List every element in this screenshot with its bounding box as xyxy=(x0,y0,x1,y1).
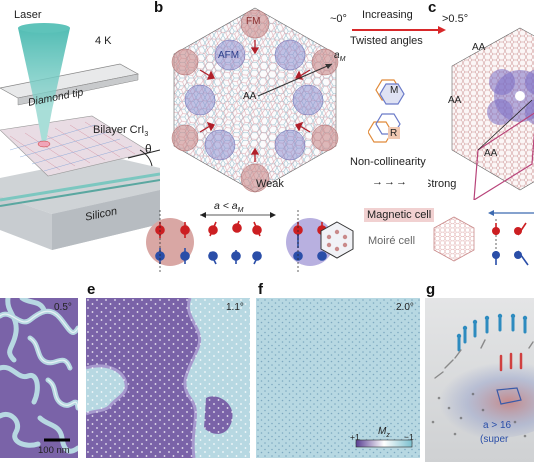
relation-sub: M xyxy=(237,207,244,215)
relation-label: a < aM xyxy=(214,200,244,214)
legend-moire-hex xyxy=(433,216,475,262)
panel-e: 1.1° xyxy=(86,298,250,458)
angle-label-e: 1.1° xyxy=(226,302,244,313)
stacking-icon-r xyxy=(368,113,401,143)
weak-label: Weak xyxy=(256,178,284,190)
magnetization-map-f xyxy=(256,298,420,458)
moire-hexagon-strong xyxy=(451,27,534,200)
panel-a: Laser 4 K Diamond tip Bilayer CrI3 θ Sil… xyxy=(0,0,160,255)
colorbar xyxy=(355,439,413,448)
progress-arrows: →→→ xyxy=(372,176,408,188)
scalebar-label: 100 nm xyxy=(38,445,70,456)
relation-a: a xyxy=(214,200,220,212)
panel-c: c >0.5° AA AA AA Strong xyxy=(428,0,534,200)
increasing-label: Increasing xyxy=(362,9,413,21)
stacking-icon-m xyxy=(375,79,405,105)
angle-label-f: 2.0° xyxy=(396,302,414,313)
colorbar-title: Mz xyxy=(378,426,390,439)
small-angle-label: ~0° xyxy=(330,13,347,25)
panel-letter-f: f xyxy=(258,281,263,298)
non-collinearity-label: Non-collinearity xyxy=(350,156,426,168)
colorbar-title-sub: z xyxy=(386,432,390,439)
panel-letter-b: b xyxy=(154,0,164,16)
stacking-icons: M R xyxy=(368,78,418,148)
stacking-r-label: R xyxy=(390,128,398,139)
aa-label-2: AA xyxy=(448,95,462,106)
panel-letter-g: g xyxy=(426,281,436,298)
panel-letter-e: e xyxy=(87,281,96,298)
aa-label-3: AA xyxy=(484,148,498,159)
panel-d: 0.5° 100 nm xyxy=(0,298,78,458)
aa-label-1: AA xyxy=(472,42,486,53)
spin-chain xyxy=(146,210,334,272)
colorbar-max-label: +1 xyxy=(350,432,360,442)
panel-letter-c: c xyxy=(428,0,437,16)
right-spin-fragment xyxy=(488,210,534,267)
laser-label: Laser xyxy=(14,9,42,21)
afm-label: AFM xyxy=(218,50,240,61)
magnetization-map-d xyxy=(0,298,78,458)
panel-f: 2.0° +1 Mz −1 xyxy=(256,298,420,458)
magnetic-cell-label: Magnetic cell xyxy=(364,208,435,222)
magnetization-map-e xyxy=(86,298,250,458)
tip-spot xyxy=(37,140,51,148)
legend-hex-cell xyxy=(320,221,354,259)
sample-label-sub: 3 xyxy=(144,131,149,139)
laser-beam xyxy=(18,28,70,110)
strong-label: Strong xyxy=(428,178,457,190)
g-caption-line1: a > 16 xyxy=(483,420,512,431)
sample-label-main: Bilayer CrI xyxy=(93,124,145,136)
twisted-angles-label: Twisted angles xyxy=(350,35,423,47)
skyrmion-render xyxy=(425,298,534,462)
twist-red-arrow xyxy=(352,26,446,34)
g-caption-line2: (super xyxy=(480,434,509,445)
colorbar-title-main: M xyxy=(378,426,387,437)
moire-hexagon-weak xyxy=(171,7,339,193)
sample-label: Bilayer CrI3 xyxy=(93,124,148,138)
device-schematic xyxy=(0,23,160,250)
moire-period-main: a xyxy=(334,50,340,61)
large-angle-label: >0.5° xyxy=(442,13,469,25)
moire-period-sub: M xyxy=(339,56,346,63)
stacking-m-label: M xyxy=(390,85,399,96)
angle-label-d: 0.5° xyxy=(54,302,72,313)
moire-period-label: aM xyxy=(334,50,345,63)
panel-b: b xyxy=(154,0,350,200)
spin-diagram: a < aM xyxy=(140,200,340,275)
relation-rest: < a xyxy=(219,200,238,212)
colorbar-min-label: −1 xyxy=(404,432,414,442)
temperature-label: 4 K xyxy=(95,35,112,47)
moire-cell-label: Moiré cell xyxy=(368,235,416,247)
fm-label: FM xyxy=(246,16,261,27)
aa-center-label: AA xyxy=(243,91,257,102)
panel-g: a > 16 (super xyxy=(425,298,534,462)
substrate-front xyxy=(52,190,160,250)
angle-theta-label: θ xyxy=(145,142,152,156)
twist-arrow-group: ~0° Increasing Twisted angles xyxy=(330,5,446,47)
